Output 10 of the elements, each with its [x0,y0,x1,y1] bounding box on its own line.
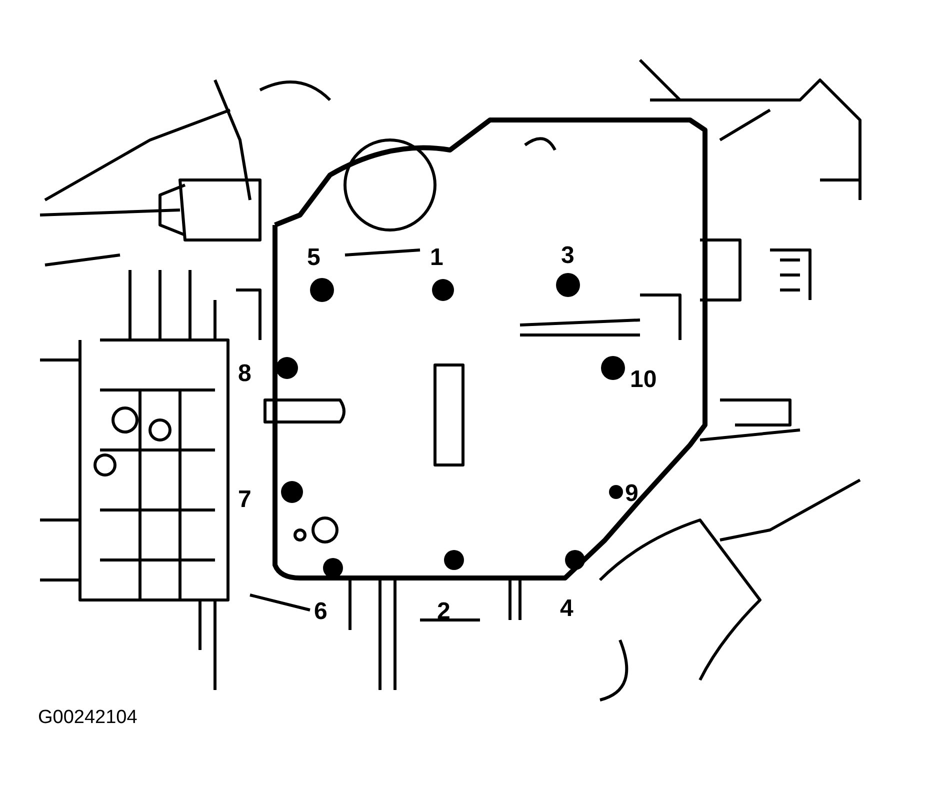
callout-number: 8 [238,362,252,386]
callout-number: 4 [560,597,574,621]
callout-number: 9 [625,482,638,506]
callout-number: 6 [314,600,328,624]
callout-number: 3 [561,244,574,268]
callout-number: 1 [430,246,444,270]
callout-number: 7 [238,488,252,512]
callout-number: 10 [630,368,657,392]
callout-number: 5 [307,246,320,270]
figure-code: G00242104 [38,708,138,727]
